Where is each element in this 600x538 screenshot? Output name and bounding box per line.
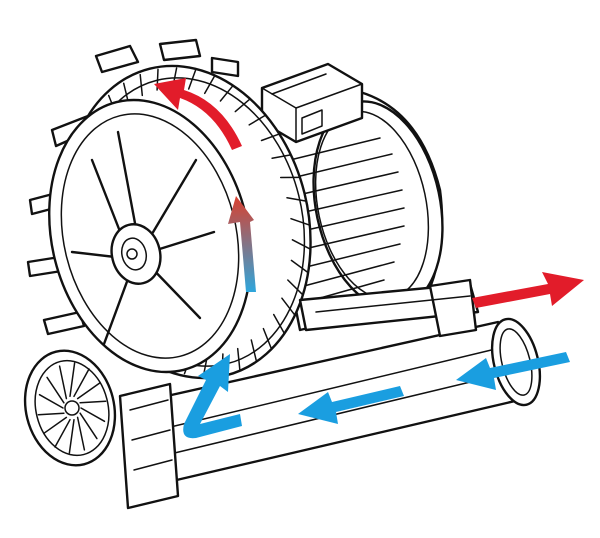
sweep-arrow-icon: [154, 78, 242, 150]
impeller-blade: [248, 114, 266, 126]
fan-slat: [76, 416, 86, 451]
fan-slat: [69, 362, 76, 398]
fan-slat: [54, 418, 71, 448]
intake-inner-arrow-icon: [298, 386, 404, 424]
impeller-blade: [203, 75, 216, 95]
discharge-arrow-icon: [472, 272, 584, 308]
terminal-box: [260, 62, 364, 144]
impeller-blade: [139, 73, 144, 97]
impeller-blade: [291, 239, 312, 250]
impeller-blade: [272, 313, 285, 334]
impeller-blade: [271, 154, 292, 159]
intake-outer-arrow-icon: [456, 352, 570, 390]
fan-slat: [37, 412, 65, 416]
motor-cooling-fins: [289, 137, 405, 303]
fan-slat: [58, 365, 68, 400]
impeller-blade: [219, 85, 234, 102]
impeller-blade: [281, 297, 296, 316]
impeller-blade: [262, 327, 273, 350]
impeller-blade: [236, 347, 241, 371]
impeller-blade: [287, 279, 304, 296]
fan-slat: [80, 407, 106, 423]
fan-slat: [79, 412, 98, 440]
fan-slat: [46, 376, 65, 404]
impeller-blade: [286, 197, 307, 202]
fan-slat: [43, 416, 68, 435]
impeller-blade: [187, 69, 197, 90]
impeller-blade: [290, 259, 309, 274]
front-cover: [48, 98, 252, 374]
fan-slat: [76, 381, 101, 400]
impeller-blade: [234, 98, 251, 113]
fan-slat: [68, 418, 75, 454]
fan-slat: [73, 368, 90, 398]
compression-arrow-icon: [228, 196, 256, 292]
fan-slat: [38, 393, 64, 409]
cooling-fan: [23, 349, 117, 467]
impeller-blade: [290, 217, 311, 226]
fan-slat: [79, 400, 107, 404]
flow-arrows: [154, 78, 584, 439]
impeller-blade: [250, 339, 258, 362]
turn-arrow-icon: [183, 354, 242, 439]
impeller-blade: [260, 133, 280, 142]
